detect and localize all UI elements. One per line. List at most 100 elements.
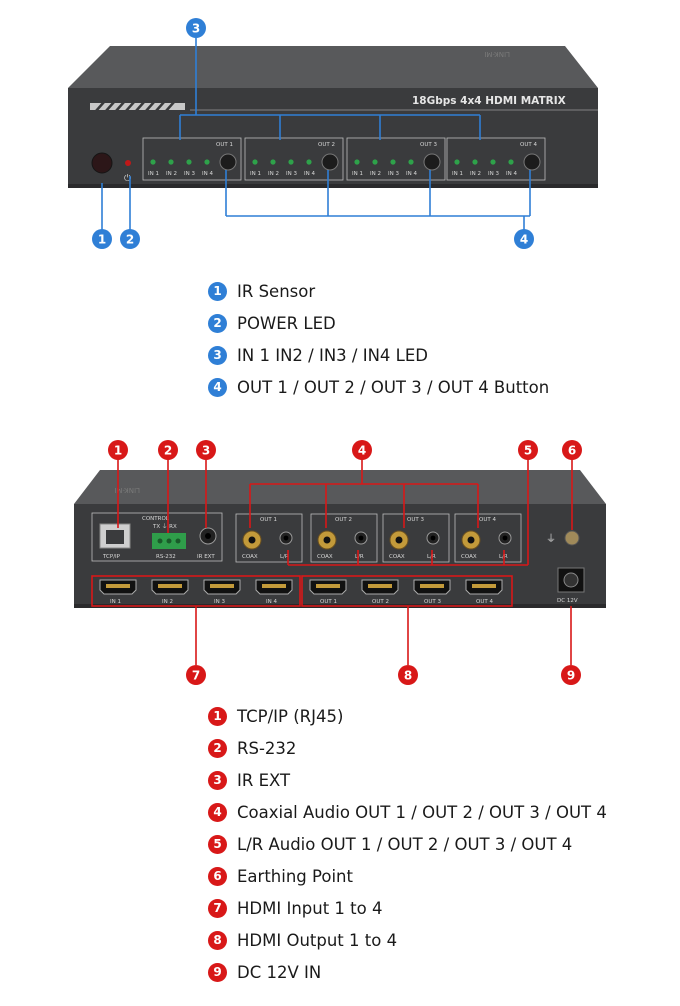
front-callout-4: 4	[514, 229, 534, 249]
hdmi-output-port: OUT 3	[413, 579, 451, 605]
rear-callout-1: 1	[108, 440, 128, 460]
out-select-button[interactable]	[321, 153, 339, 171]
input-led-label: IN 4	[304, 171, 315, 177]
front-callout-2: 2	[120, 229, 140, 249]
irext-label: IR EXT	[197, 554, 215, 560]
input-led-label: IN 4	[406, 171, 417, 177]
ir-sensor-window	[91, 152, 113, 174]
front-callout-1: 1	[92, 229, 112, 249]
svg-text:7: 7	[192, 669, 200, 683]
input-led-label: IN 2	[470, 171, 481, 177]
input-led-label: IN 3	[388, 171, 399, 177]
front-callout-lines	[101, 38, 531, 230]
out-group-label: OUT 3	[420, 142, 437, 148]
rear-callout-lines	[91, 459, 573, 665]
input-led-label: IN 1	[352, 171, 363, 177]
out-group-label: OUT 4	[520, 142, 537, 148]
input-led-label: IN 3	[488, 171, 499, 177]
audio-group-label: OUT 4	[479, 517, 496, 523]
coax-label: COAX	[242, 554, 258, 560]
input-led	[454, 159, 460, 165]
svg-text:1: 1	[114, 444, 122, 458]
power-icon: ⏻	[124, 173, 131, 184]
input-led	[252, 159, 258, 165]
hdmi-input-port: IN 3	[203, 579, 241, 605]
device-title: 18Gbps 4x4 HDMI MATRIX	[412, 95, 566, 107]
input-led	[490, 159, 496, 165]
svg-text:2: 2	[126, 233, 134, 247]
coax-label: COAX	[389, 554, 405, 560]
input-led-label: IN 3	[184, 171, 195, 177]
front-brand: LINK-MI	[484, 50, 510, 58]
front-panel-diagram: LINK-MI 18Gbps 4x4 HDMI MATRIX ⏻ OUT 1 IN…	[68, 18, 598, 249]
input-led-label: IN 1	[452, 171, 463, 177]
svg-text:3: 3	[202, 444, 210, 458]
rear-callout-8: 8	[398, 665, 418, 685]
input-led	[508, 159, 514, 165]
input-led-label: IN 1	[148, 171, 159, 177]
input-led-label: IN 2	[166, 171, 177, 177]
hdmi-input-port-label: IN 1	[110, 599, 121, 605]
coax-label: COAX	[317, 554, 333, 560]
input-led-label: IN 2	[370, 171, 381, 177]
hdmi-input-port-label: IN 4	[266, 599, 277, 605]
decor-stripe	[90, 101, 185, 112]
svg-text:3: 3	[192, 22, 200, 36]
hdmi-output-port: OUT 4	[465, 579, 503, 605]
hdmi-input-port: IN 4	[255, 579, 293, 605]
svg-text:5: 5	[524, 444, 532, 458]
hdmi-input-port: IN 1	[99, 579, 137, 605]
front-out-group: OUT 1 IN 1 IN 2 IN 3 IN 4	[142, 137, 242, 181]
input-led	[270, 159, 276, 165]
rear-callout-2: 2	[158, 440, 178, 460]
input-led-label: IN 1	[250, 171, 261, 177]
input-led	[150, 159, 156, 165]
hdmi-output-port-label: OUT 2	[372, 599, 389, 605]
input-led-label: IN 4	[506, 171, 517, 177]
front-out-group: OUT 2 IN 1 IN 2 IN 3 IN 4	[244, 137, 344, 181]
tcpip-label: TCP/IP	[102, 554, 121, 560]
input-led	[408, 159, 414, 165]
dc-label: DC 12V	[557, 598, 578, 604]
input-led-label: IN 3	[286, 171, 297, 177]
device-top	[68, 46, 598, 88]
rear-callout-7: 7	[186, 665, 206, 685]
out-select-button[interactable]	[523, 153, 541, 171]
front-out-group: OUT 3 IN 1 IN 2 IN 3 IN 4	[346, 137, 446, 181]
earth-icon: ⏚	[546, 533, 556, 545]
svg-text:4: 4	[520, 233, 528, 247]
input-led-label: IN 4	[202, 171, 213, 177]
svg-text:9: 9	[567, 669, 575, 683]
out-group-label: OUT 1	[216, 142, 233, 148]
hdmi-output-port: OUT 1	[309, 579, 347, 605]
coax-label: COAX	[461, 554, 477, 560]
audio-group-label: OUT 3	[407, 517, 424, 523]
svg-text:2: 2	[164, 444, 172, 458]
input-led-label: IN 2	[268, 171, 279, 177]
control-label: CONTROL	[142, 516, 170, 522]
hdmi-input-port-label: IN 3	[214, 599, 225, 605]
rear-callout-9: 9	[561, 665, 581, 685]
audio-group-label: OUT 1	[260, 517, 277, 523]
out-select-button[interactable]	[219, 153, 237, 171]
out-select-button[interactable]	[423, 153, 441, 171]
hdmi-output-port: OUT 2	[361, 579, 399, 605]
device-top-rear	[74, 470, 606, 504]
input-led	[354, 159, 360, 165]
svg-text:4: 4	[358, 444, 366, 458]
hdmi-output-port-label: OUT 3	[424, 599, 441, 605]
svg-text:1: 1	[98, 233, 106, 247]
out-group-label: OUT 2	[318, 142, 335, 148]
rear-callout-4: 4	[352, 440, 372, 460]
hdmi-input-port: IN 2	[151, 579, 189, 605]
